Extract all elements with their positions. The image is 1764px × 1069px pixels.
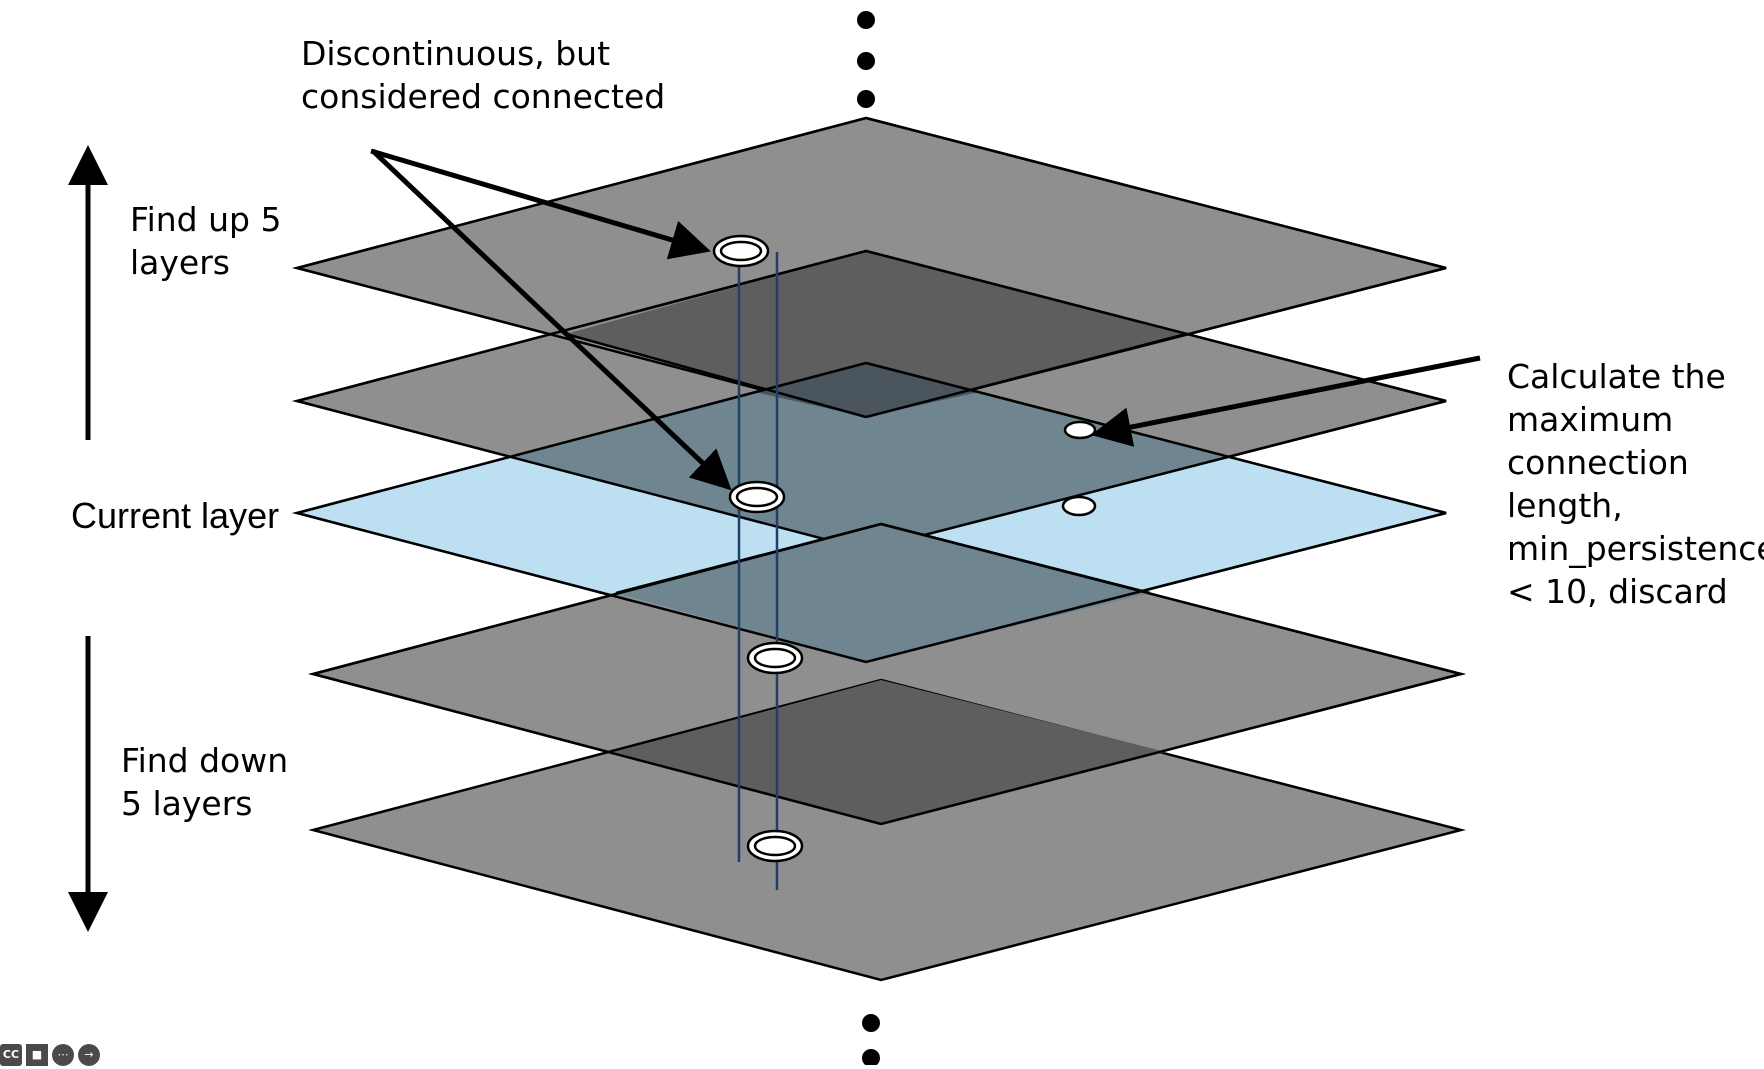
marker-current-layer (728, 480, 786, 514)
captions-button[interactable]: CC (0, 1044, 22, 1066)
next-arrow-icon[interactable]: → (78, 1044, 100, 1066)
label-find-up-line2: layers (130, 243, 230, 282)
overlap-up-2-1 (566, 251, 1186, 417)
label-find-down-line1: Find down (121, 741, 289, 780)
label-find-down-line2: 5 layers (121, 784, 253, 823)
continuation-dot-bottom-2 (862, 1049, 880, 1067)
label-current-layer: Current layer (71, 495, 280, 536)
single-marker-current-layer (1061, 495, 1097, 517)
player-controls: CC ■ ⋯ → (0, 1044, 100, 1066)
more-icon[interactable]: ⋯ (52, 1044, 74, 1066)
annotation-arrow-right (1091, 355, 1481, 447)
marker-down-1 (746, 641, 804, 675)
right-line-6: < 10, discard (1507, 572, 1728, 611)
camera-icon[interactable]: ■ (26, 1044, 48, 1066)
continuation-dot-top-1 (857, 11, 875, 29)
right-line-1: Calculate the (1507, 357, 1726, 396)
right-line-4: length, (1507, 486, 1623, 525)
right-line-3: connection (1507, 443, 1689, 482)
continuation-dot-top-3 (857, 90, 875, 108)
layer-down-2 (308, 678, 1466, 982)
annotation-max-connection: Calculate the maximum connection length, min… (1507, 355, 1764, 613)
continuation-dot-bottom-1 (862, 1014, 880, 1032)
marker-top-layer (712, 234, 770, 268)
overlap-down-1-2 (614, 680, 1166, 824)
annotation-arrow-to-current (371, 149, 732, 491)
annotation-arrow-to-top (370, 148, 711, 260)
right-line-2: maximum (1507, 400, 1674, 439)
continuation-dot-top-2 (857, 52, 875, 70)
annotation-discontinuous-line1: Discontinuous, but (301, 34, 611, 73)
right-line-5: min_persistence (1507, 529, 1764, 568)
label-find-down: Find down 5 layers (121, 739, 288, 825)
single-marker-layer-up-1 (1063, 420, 1097, 440)
marker-down-2 (746, 829, 804, 863)
annotation-discontinuous-line2: considered connected (301, 77, 666, 116)
annotation-discontinuous: Discontinuous, but considered connected (301, 32, 665, 118)
label-find-up-line1: Find up 5 (130, 200, 282, 239)
label-find-up: Find up 5 layers (130, 198, 281, 284)
